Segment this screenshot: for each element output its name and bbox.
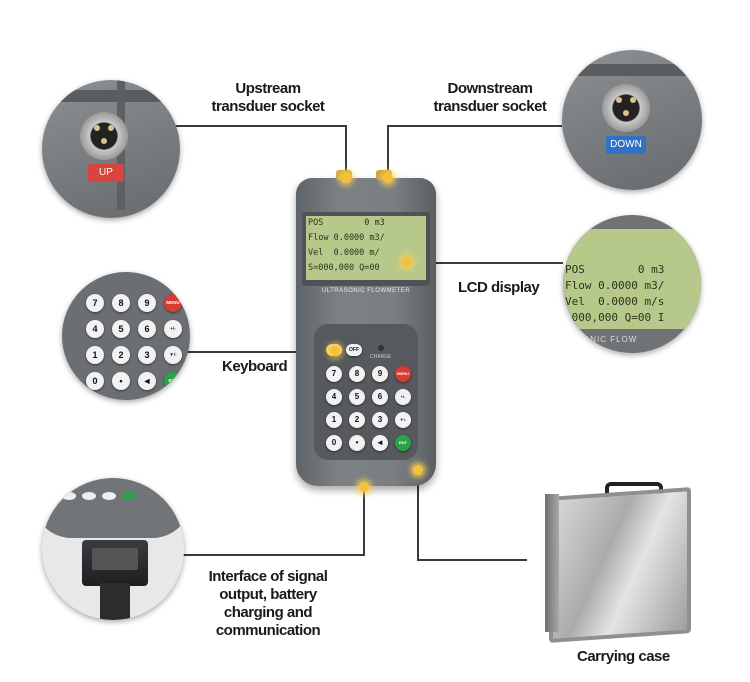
label-upstream: Upstream transduer socket [211, 80, 325, 115]
dot-keyboard [330, 346, 340, 356]
zoom-key-2-3[interactable]: ▼/- [164, 346, 182, 364]
carrying-case [545, 482, 693, 643]
lcd-line-4: S=000,000 Q=00 [308, 263, 380, 273]
line-downstream-h [387, 125, 562, 127]
zoom-panel-text: ONIC FLOW [583, 335, 638, 344]
device-key-0-0[interactable]: 7 [326, 366, 342, 382]
line-downstream-v [387, 125, 389, 177]
zoom-upstream-socket: UP [42, 80, 180, 218]
lcd-line-2: Flow 0.0000 m3/ [308, 233, 385, 243]
lcd-line-3: Vel 0.0000 m/ [308, 248, 380, 258]
zoom-key-1-2[interactable]: 6 [138, 320, 156, 338]
zoom-key-0-2[interactable]: 9 [138, 294, 156, 312]
zoom-key-3-3[interactable]: ENT [164, 372, 182, 390]
label-keyboard: Keyboard [222, 358, 288, 375]
zoom-lcd-line-4: =000,000 Q=00 I [565, 311, 665, 324]
zoom-key-2-2[interactable]: 3 [138, 346, 156, 364]
charge-label: CHARGE [370, 354, 392, 360]
aviation-plug-icon [80, 112, 128, 160]
line-case-h [417, 559, 527, 561]
device-key-3-0[interactable]: 0 [326, 435, 342, 451]
zoom-key-3-1[interactable]: • [112, 372, 130, 390]
device-key-2-0[interactable]: 1 [326, 412, 342, 428]
zoom-key-1-1[interactable]: 5 [112, 320, 130, 338]
dot-lcd [402, 257, 412, 267]
device-key-0-3[interactable]: MENU [395, 366, 411, 382]
device-key-1-3[interactable]: +/- [395, 389, 411, 405]
zoom-key-3-0[interactable]: 0 [86, 372, 104, 390]
zoom-key-1-3[interactable]: +/- [164, 320, 182, 338]
device-key-1-2[interactable]: 6 [372, 389, 388, 405]
zoom-lcd-line-2: Flow 0.0000 m3/ [565, 279, 665, 292]
aviation-plug-icon [602, 84, 650, 132]
dot-upstream [341, 173, 351, 183]
line-upstream-h [170, 125, 346, 127]
off-key[interactable]: OFF [346, 344, 362, 356]
charge-led [378, 345, 384, 351]
label-downstream: Downstream transduer socket [433, 80, 547, 115]
socket-down-badge: DOWN [606, 136, 646, 154]
device-key-0-2[interactable]: 9 [372, 366, 388, 382]
label-carrying-case: Carrying case [577, 648, 670, 665]
dot-case [413, 465, 423, 475]
device-key-1-0[interactable]: 4 [326, 389, 342, 405]
zoom-key-0-1[interactable]: 8 [112, 294, 130, 312]
device-key-1-1[interactable]: 5 [349, 389, 365, 405]
device-key-3-3[interactable]: ENT [395, 435, 411, 451]
dot-interface [359, 482, 369, 492]
zoom-key-1-0[interactable]: 4 [86, 320, 104, 338]
lcd-line-1: POS 0 m3 [308, 218, 385, 228]
device-key-3-1[interactable]: • [349, 435, 365, 451]
line-upstream-v [345, 125, 347, 177]
zoom-key-0-3[interactable]: MENU [164, 294, 182, 312]
device-key-2-1[interactable]: 2 [349, 412, 365, 428]
zoom-interface [42, 478, 184, 620]
zoom-lcd-display: POS 0 m3 Flow 0.0000 m3/ Vel 0.0000 m/s … [563, 215, 701, 353]
line-interface-v [363, 487, 365, 555]
line-interface-h [183, 554, 365, 556]
device-key-3-2[interactable]: ◄ [372, 435, 388, 451]
line-case-v [417, 470, 419, 560]
dot-downstream [383, 173, 393, 183]
case-side [545, 494, 559, 632]
zoom-key-2-0[interactable]: 1 [86, 346, 104, 364]
zoom-lcd-line-3: Vel 0.0000 m/s [565, 295, 665, 308]
device-key-2-3[interactable]: ▼/- [395, 412, 411, 428]
device-key-2-2[interactable]: 3 [372, 412, 388, 428]
zoom-downstream-socket: DOWN [562, 50, 702, 190]
socket-up-badge: UP [88, 164, 124, 182]
line-keyboard [186, 351, 334, 353]
zoom-lcd-line-1: POS 0 m3 [565, 263, 665, 276]
zoom-key-3-2[interactable]: ◄ [138, 372, 156, 390]
device-name: ULTRASONIC FLOWMETER [321, 288, 411, 294]
label-lcd-display: LCD display [458, 279, 540, 296]
device-key-0-1[interactable]: 8 [349, 366, 365, 382]
zoom-key-0-0[interactable]: 7 [86, 294, 104, 312]
case-body [549, 487, 691, 643]
label-interface: Interface of signal output, battery char… [208, 568, 328, 639]
line-lcd [408, 262, 563, 264]
zoom-key-2-1[interactable]: 2 [112, 346, 130, 364]
flowmeter-device: POS 0 m3 Flow 0.0000 m3/ Vel 0.0000 m/ S… [296, 170, 436, 486]
lcd-screen: POS 0 m3 Flow 0.0000 m3/ Vel 0.0000 m/ S… [306, 216, 426, 280]
